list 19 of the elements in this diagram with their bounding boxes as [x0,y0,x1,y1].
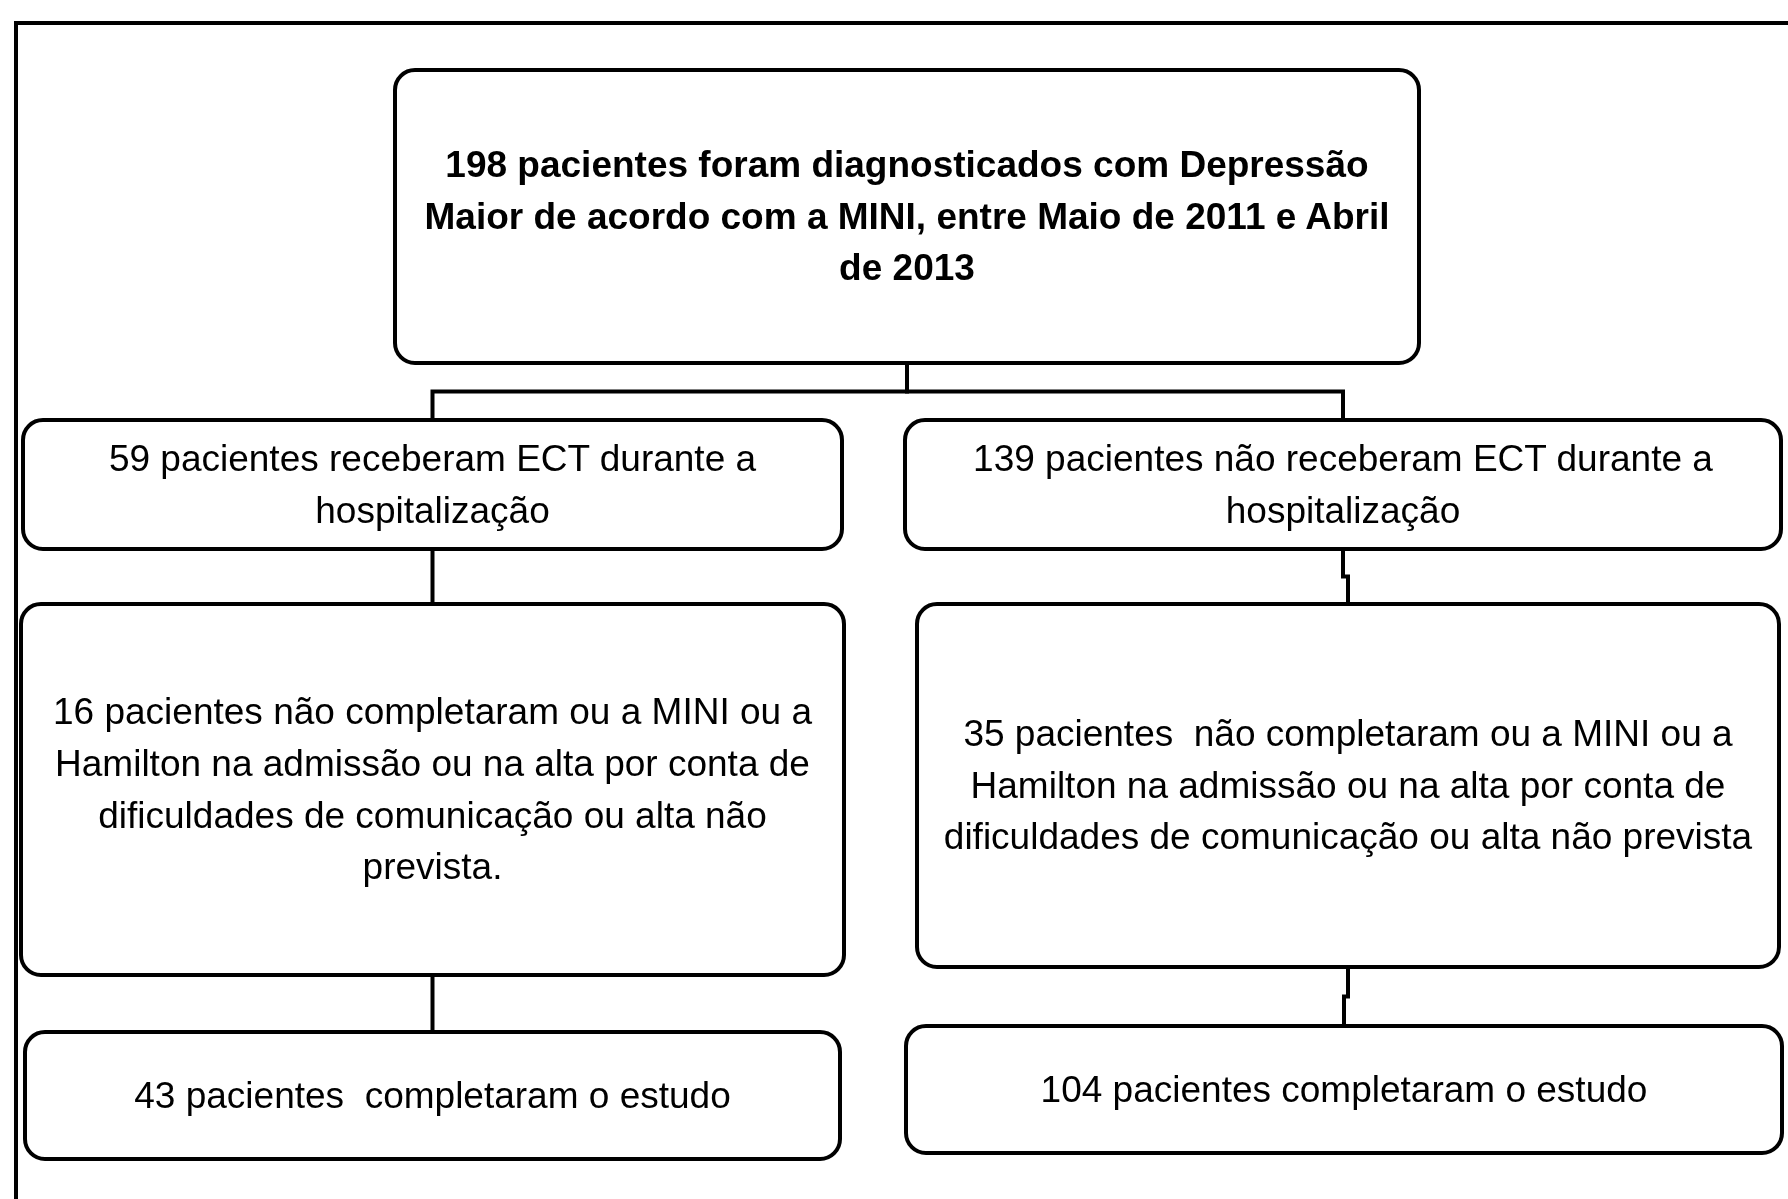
process-box [21,418,844,551]
connector-line [905,365,1345,418]
connector-line [430,977,435,1030]
title-box [393,68,1421,365]
process-box [915,602,1781,969]
box-text: 43 pacientes completaram o estudo [134,1073,731,1118]
box-text: 104 pacientes completaram o estudo [1040,1067,1648,1112]
box-text: 139 pacientes não receberam ECT durante a hospitalização [972,436,1714,533]
process-box [904,1024,1784,1155]
box-text: 198 pacientes foram diagnosticados com Depressão Maior de acordo com a MINI, entre Maio de 2011 e Abril de 2013 [423,142,1391,291]
connector-line [430,551,435,602]
box-text: 59 pacientes receberam ECT durante a hospitalização [107,436,758,533]
box-text: 16 pacientes não completaram ou a MINI ou a Hamilton na admissão ou na alta por conta de dificuldades de comunicação ou alta não prevista. [52,689,813,890]
process-box [903,418,1783,551]
process-box [19,602,846,977]
connector-line [1342,969,1350,1024]
box-text: 35 pacientes não completaram ou a MINI ou a Hamilton na admissão ou na alta por conta de dificuldades de comunicação ou alta não prevista [942,711,1754,860]
connector-line [1341,551,1350,602]
process-box [23,1030,842,1161]
